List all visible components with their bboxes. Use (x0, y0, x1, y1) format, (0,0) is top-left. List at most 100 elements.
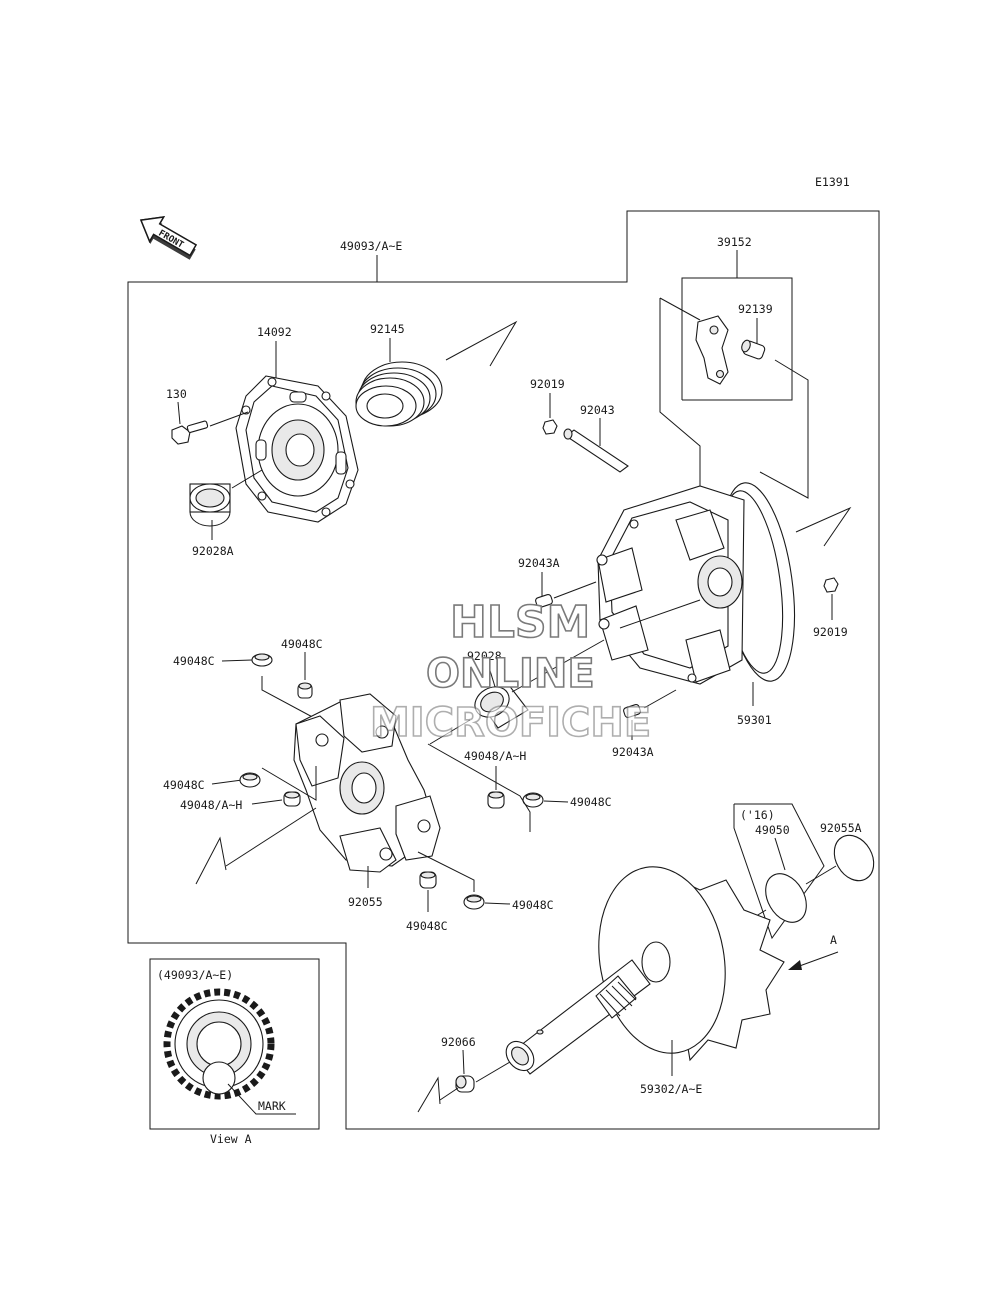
gear-mark-icon (163, 988, 275, 1100)
part-label-49048C-b: 49048C (281, 637, 323, 651)
nut-92019-b-shape (823, 577, 839, 593)
explode-bushing-c (429, 719, 471, 745)
slider-49048C-b-shape (297, 682, 313, 699)
explode-pin-a (553, 581, 597, 599)
weight-hole (709, 325, 719, 335)
explode-slider-f (417, 851, 475, 892)
bushing-92028-shape (474, 683, 529, 729)
view-a-title: (49093/A~E) (157, 968, 233, 982)
leader-49048C-f (484, 902, 511, 905)
cap-92066-shape (455, 1075, 475, 1093)
part-label-92019-a: 92019 (530, 377, 565, 391)
view-a-box (149, 958, 320, 1130)
explode-bolt (209, 411, 249, 427)
weight-hole-2 (715, 369, 725, 379)
leader-92066 (462, 1049, 465, 1075)
leader-49048AH-b (251, 799, 283, 805)
leader-49048C-c (543, 800, 569, 803)
spider-49050-shape (293, 693, 441, 873)
part-label-49048AH-a: 49048/A~H (464, 749, 526, 763)
part-label-49048C-e: 49048C (406, 919, 448, 933)
explode-line-b (659, 297, 701, 321)
part-label-92028: 92028 (467, 649, 502, 663)
explode-slider-a (261, 676, 319, 721)
part-label-59301: 59301 (737, 713, 772, 727)
part-label-92043A-b: 92043A (612, 745, 654, 759)
mark-label: MARK (258, 1099, 286, 1113)
year-note: ('16) (740, 808, 775, 822)
pin-92139-shape (741, 339, 766, 360)
part-label-49050: 92055 (348, 895, 383, 909)
leader-49048C-d (211, 779, 243, 785)
nut-92019-a-shape (542, 419, 558, 435)
part-label-59302: 59302/A~E (640, 1082, 702, 1096)
view-a-caption: View A (210, 1132, 252, 1146)
watermark-line-1: HLSM (450, 597, 590, 648)
part-label-49048C-d: 49048C (163, 778, 205, 792)
sheave-59302-shape (505, 866, 785, 1075)
part-label-49048C-f: 49048C (512, 898, 554, 912)
part-label-39152: 39152 (717, 235, 752, 249)
slider-49048C-d-shape (239, 772, 261, 788)
bushing-92028A-shape (189, 483, 231, 527)
roller-49048C-e-shape (419, 871, 437, 889)
part-label-92055: 49050 (755, 823, 790, 837)
explode-line-a (659, 298, 701, 496)
watermark-line-2: ONLINE (426, 651, 595, 697)
part-label-49048C-c: 49048C (570, 795, 612, 809)
part-label-49048AH-b: 49048/A~H (180, 798, 242, 812)
part-label-92139: 92139 (738, 302, 773, 316)
view-a-arrow-icon (788, 951, 839, 970)
explode-slider-d (261, 766, 317, 801)
part-label-92043: 92043 (580, 403, 615, 417)
cover-plate-14092-shape (235, 375, 359, 523)
explode-bushing-b (511, 639, 605, 693)
part-label-92066: 92066 (441, 1035, 476, 1049)
bolt-130-shape (171, 420, 209, 445)
slider-49048C-a-shape (251, 653, 273, 667)
part-label-49048C-a: 49048C (173, 654, 215, 668)
part-label-92055A: 92055A (820, 821, 862, 835)
part-label-49093-top: 49093/A~E (340, 239, 402, 253)
explode-cap-c (475, 1061, 511, 1083)
bracket-39152 (681, 277, 793, 401)
arrow-a-label: A (830, 933, 837, 947)
explode-spring (445, 320, 518, 367)
watermark-line-3: MICROFICHE (370, 700, 651, 746)
part-label-92043A-a: 92043A (518, 556, 560, 570)
leader-130 (177, 401, 181, 425)
roller-49048AH-a-shape (487, 791, 505, 809)
pin-92043A-a-shape (535, 594, 553, 608)
oring-92055A-shape (833, 834, 875, 882)
part-label-130: 130 (166, 387, 187, 401)
explode-line-c (759, 359, 809, 499)
leader-49048C-a (221, 659, 253, 662)
explode-slider-c (427, 743, 531, 832)
explode-spider-a (195, 836, 227, 885)
explode-cap-b (439, 1087, 459, 1101)
leader-92055 (774, 837, 786, 871)
explode-pin-b (643, 689, 677, 709)
spring-92145-shape (355, 361, 443, 427)
explode-spider-b (225, 807, 317, 867)
part-label-14092: 14092 (257, 325, 292, 339)
sheave-59301-shape (596, 482, 795, 685)
explode-bushing-a (231, 469, 263, 489)
watermark: HLSM ONLINE MICROFICHE (369, 596, 652, 747)
part-label-92145: 92145 (370, 322, 405, 336)
shaft-92043-shape (563, 428, 629, 473)
front-arrow-icon: FRONT (139, 215, 198, 260)
explode-sheave (795, 506, 852, 547)
part-label-92019-b: 92019 (813, 625, 848, 639)
slider-49048C-f-shape (463, 894, 485, 910)
leader-mark (227, 1083, 296, 1115)
oring-92055-shape (765, 873, 807, 923)
leader-92028 (487, 663, 497, 691)
explode-oring-a (805, 865, 837, 885)
weight-part-shape (695, 315, 729, 385)
explode-cap-a (417, 1076, 441, 1113)
diagram-code: E1391 (815, 175, 850, 189)
part-label-92028A: 92028A (192, 544, 234, 558)
roller-49048AH-b-shape (283, 791, 301, 807)
